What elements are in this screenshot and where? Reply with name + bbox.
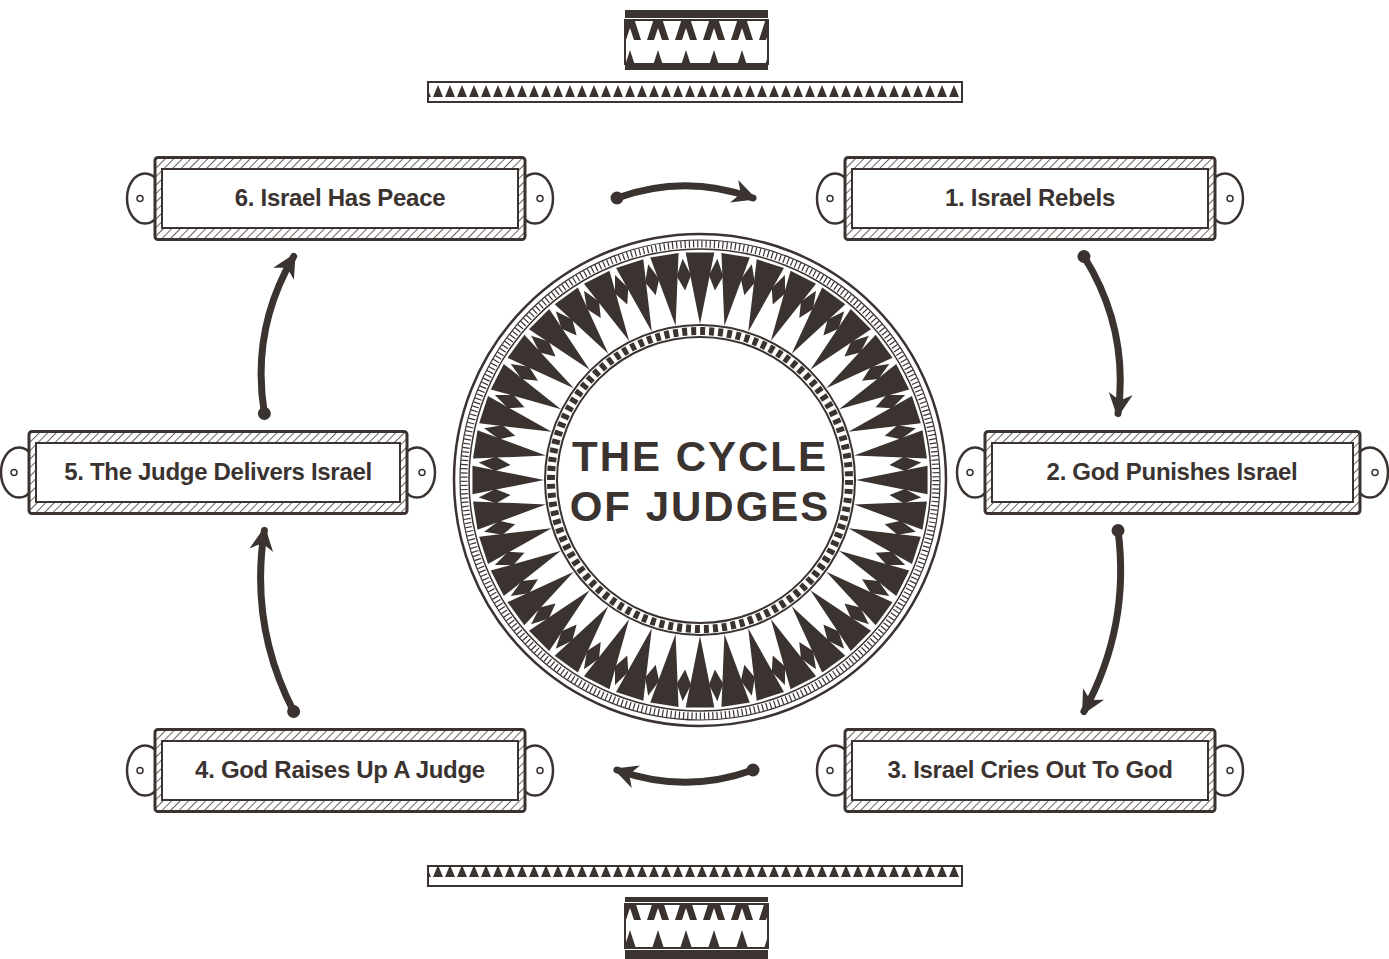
plaque-rivet (1227, 195, 1233, 201)
medallion-diamond (709, 259, 723, 291)
medallion-spike (479, 528, 551, 564)
medallion-spike (839, 364, 909, 409)
medallion-spike (856, 466, 928, 495)
medallion-ring (460, 240, 940, 720)
medallion-diamond (889, 489, 921, 503)
medallion-spike (584, 271, 629, 341)
plaque-rivet (137, 767, 143, 773)
plaque-body (985, 431, 1360, 513)
medallion-spike (473, 501, 546, 529)
step-label: 1. Israel Rebels (945, 184, 1115, 212)
medallion-spike (686, 252, 715, 324)
step-plaque: 2. God Punishes Israel (985, 430, 1360, 515)
plaque-body (845, 157, 1215, 239)
step-plaque: 5. The Judge Delivers Israel (29, 430, 407, 515)
medallion-spike (650, 253, 678, 326)
plaque-rivet (537, 195, 543, 201)
step-plaque: 1. Israel Rebels (845, 156, 1215, 241)
arrow-line (617, 770, 753, 782)
plaque-body (155, 157, 525, 239)
medallion-spike (472, 466, 544, 495)
bottom-ornament (428, 866, 962, 959)
plaque-panel (852, 741, 1208, 800)
step-plaque: 4. God Raises Up A Judge (155, 728, 525, 813)
medallion-diamond (677, 669, 691, 701)
medallion-spike (686, 636, 715, 708)
plaque-panel (992, 443, 1353, 502)
step-label: 2. God Punishes Israel (1047, 458, 1298, 486)
medallion-diamond (741, 264, 755, 295)
top-ornament (428, 10, 962, 102)
plaque-panel (162, 169, 518, 228)
medallion-ring (545, 325, 855, 635)
step-plaque: 3. Israel Cries Out To God (845, 728, 1215, 813)
plaque-rivet (1227, 767, 1233, 773)
plaque-rivet (827, 767, 833, 773)
plaque-rivet (1372, 469, 1378, 475)
medallion-ring (469, 249, 931, 711)
cycle-arrow (617, 764, 760, 783)
medallion-diamond (479, 457, 511, 471)
medallion-spike (771, 619, 816, 689)
cycle-arrow (1084, 524, 1125, 712)
medallion-spike (491, 551, 561, 596)
medallion-diamond (645, 665, 659, 696)
medallion-diamond (885, 521, 916, 535)
medallion-spike (721, 634, 749, 707)
arrow-line (261, 257, 294, 414)
arrow-line (617, 186, 753, 198)
arrow-line (261, 531, 294, 712)
medallion-center (557, 337, 843, 623)
step-plaque: 6. Israel Has Peace (155, 156, 525, 241)
medallion-spike (854, 430, 927, 458)
cycle-arrow (258, 257, 294, 421)
plaque-body (155, 729, 525, 811)
medallion-ring (454, 234, 946, 726)
medallion-spike (748, 628, 784, 700)
arrow-line (1084, 531, 1121, 712)
medallion-spike (848, 396, 920, 432)
plaque-body (29, 431, 407, 513)
plaque-panel (36, 443, 400, 502)
medallion-diamond (484, 425, 515, 439)
arrow-line (1084, 257, 1120, 414)
cycle-arrow (1077, 250, 1120, 414)
cycle-arrow (261, 531, 301, 719)
medallion-ticks (464, 244, 936, 716)
plaque-rivet (137, 195, 143, 201)
step-label: 3. Israel Cries Out To God (887, 756, 1172, 784)
plaque-rivet (967, 469, 973, 475)
plaque-rivet (11, 469, 17, 475)
plaque-rivet (419, 469, 425, 475)
plaque-body (845, 729, 1215, 811)
title-medallion: THE CYCLE OF JUDGES (565, 432, 835, 531)
plaque-panel (852, 169, 1208, 228)
cycle-arrow (611, 186, 754, 205)
medallion-spike (616, 259, 652, 331)
plaque-rivet (827, 195, 833, 201)
medallion-checker (551, 331, 849, 629)
plaque-rivet (537, 767, 543, 773)
step-label: 4. God Raises Up A Judge (195, 756, 485, 784)
step-label: 5. The Judge Delivers Israel (64, 458, 372, 486)
step-label: 6. Israel Has Peace (235, 184, 445, 212)
cycle-title: THE CYCLE OF JUDGES (565, 432, 835, 531)
compass-medallion (454, 234, 946, 726)
medallion-diamond (889, 457, 921, 471)
plaque-panel (162, 741, 518, 800)
